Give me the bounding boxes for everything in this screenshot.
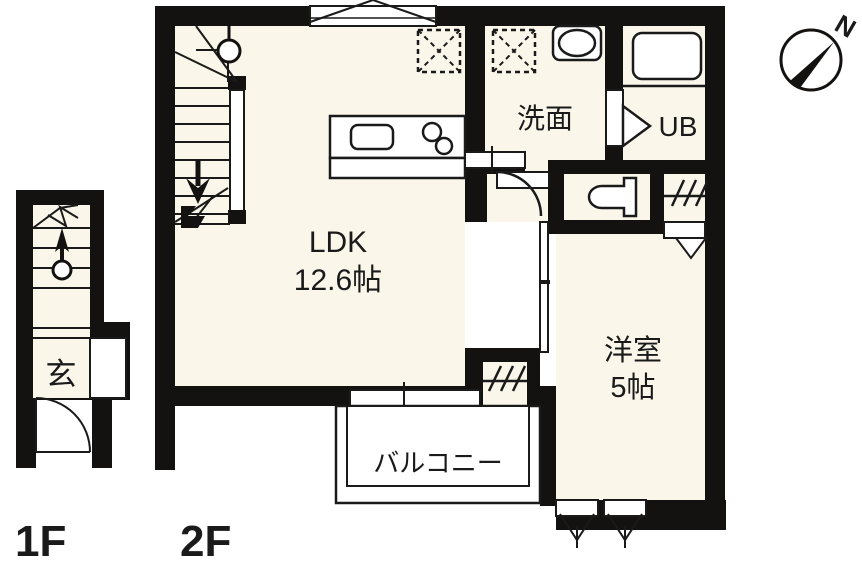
floor-label-1f: 1F [15,517,66,563]
toilet-bowl [587,176,638,218]
washer-space-box [491,28,537,74]
second-floor-staircase [174,25,260,241]
washroom-door-panel [464,151,526,169]
closet-hanger-rod-upper [664,174,710,220]
wall-toilet-left [548,160,564,234]
closet-door-panel [663,221,706,239]
stair-2f-floor [175,26,260,241]
compass-needle [790,42,834,88]
balcony [334,404,542,505]
wall-left [155,6,175,406]
balcony-label: バルコニー [373,448,502,478]
unit-bath-door-arrow [621,103,653,149]
window-awning-bottom-1 [555,499,599,548]
wall-toilet-right [650,160,664,234]
first-floor-wall-gap [112,400,130,468]
entrance-door-swing [35,397,91,453]
partition-marker [540,280,550,284]
compass-circle [779,28,843,92]
stair-up-arrow-1f [51,228,73,281]
washer-space-outline-1 [491,28,537,74]
wall-bedroom-left [540,386,556,506]
wash-basin [551,24,603,62]
wall-left-lower-stub [155,386,175,470]
storage-space-box [416,28,462,74]
toilet-door-arc [496,170,543,217]
first-floor-wall-right-leg [92,400,112,468]
window-awning-top [309,0,437,27]
kitchen-sink [349,123,395,151]
bedroom-label-line1: 洋室 [604,334,662,367]
wall-washroom-bottom-left [465,160,487,222]
wall-closet-top [465,348,540,362]
ldk-label-line1: LDK [309,226,367,259]
wash-basin-bowl [557,28,597,58]
washroom-entry-door [464,146,526,174]
bedroom-label-line2: 5帖 [610,371,655,404]
floor-label-2f: 2F [180,517,231,563]
washer-space-outline-2 [416,28,462,74]
wall-closet-right [526,348,540,406]
closet-hanger-rod-lower [483,362,527,406]
balcony-outline-inner [346,405,530,487]
bedroom-window-frame-2 [603,499,647,517]
unit-bath-label: UB [659,111,698,142]
first-floor-plan: 玄 [16,190,130,468]
balcony-door-panel [349,389,481,407]
stair-rail [229,89,245,213]
toilet-door-swing [496,170,550,217]
stove-burner-1 [421,121,443,143]
entrance-floor [33,338,90,398]
stair-down-arrow-2f [181,160,210,228]
wall-right [705,6,725,530]
bedroom-floor [556,222,705,500]
entrance-label: 玄 [46,357,77,392]
first-floor-stair-winders [32,204,79,229]
wall-top [155,6,725,26]
window-awning-bottom-2 [603,499,647,548]
wall-ldk-washroom-vertical [465,26,485,166]
first-floor-wall-notch-top [104,190,130,322]
washroom-label: 洗面 [517,103,573,134]
wall-toilet-top [548,160,708,174]
closet-door-upper [663,221,708,260]
ldk-label-line2: 12.6帖 [294,264,382,297]
stair-newel-post [216,38,242,64]
first-floor-wall-left-leg [16,400,36,468]
entrance-tile-box [89,337,127,399]
bedroom-window-frame-1 [555,499,599,517]
unit-bath-door-panel [605,89,624,147]
stove-burner-2 [434,136,454,156]
second-floor-plan: LDK 12.6帖 洗面 UB 洋室 5帖 バルコニー [155,0,726,548]
wall-toilet-bottom [548,220,664,234]
closet-door-arrow [674,237,708,260]
partition-sliding-track [539,221,549,353]
kitchen-counter-base [328,156,467,180]
first-floor-door-area-bg [36,400,92,468]
stair-rail-cap-bottom [228,210,246,224]
unit-bath-door [605,89,653,149]
kitchen-counter [328,114,467,180]
window-top-awning-symbol [309,0,437,23]
bathtub [631,31,703,81]
wall-ldk-bottom-left [155,386,350,406]
